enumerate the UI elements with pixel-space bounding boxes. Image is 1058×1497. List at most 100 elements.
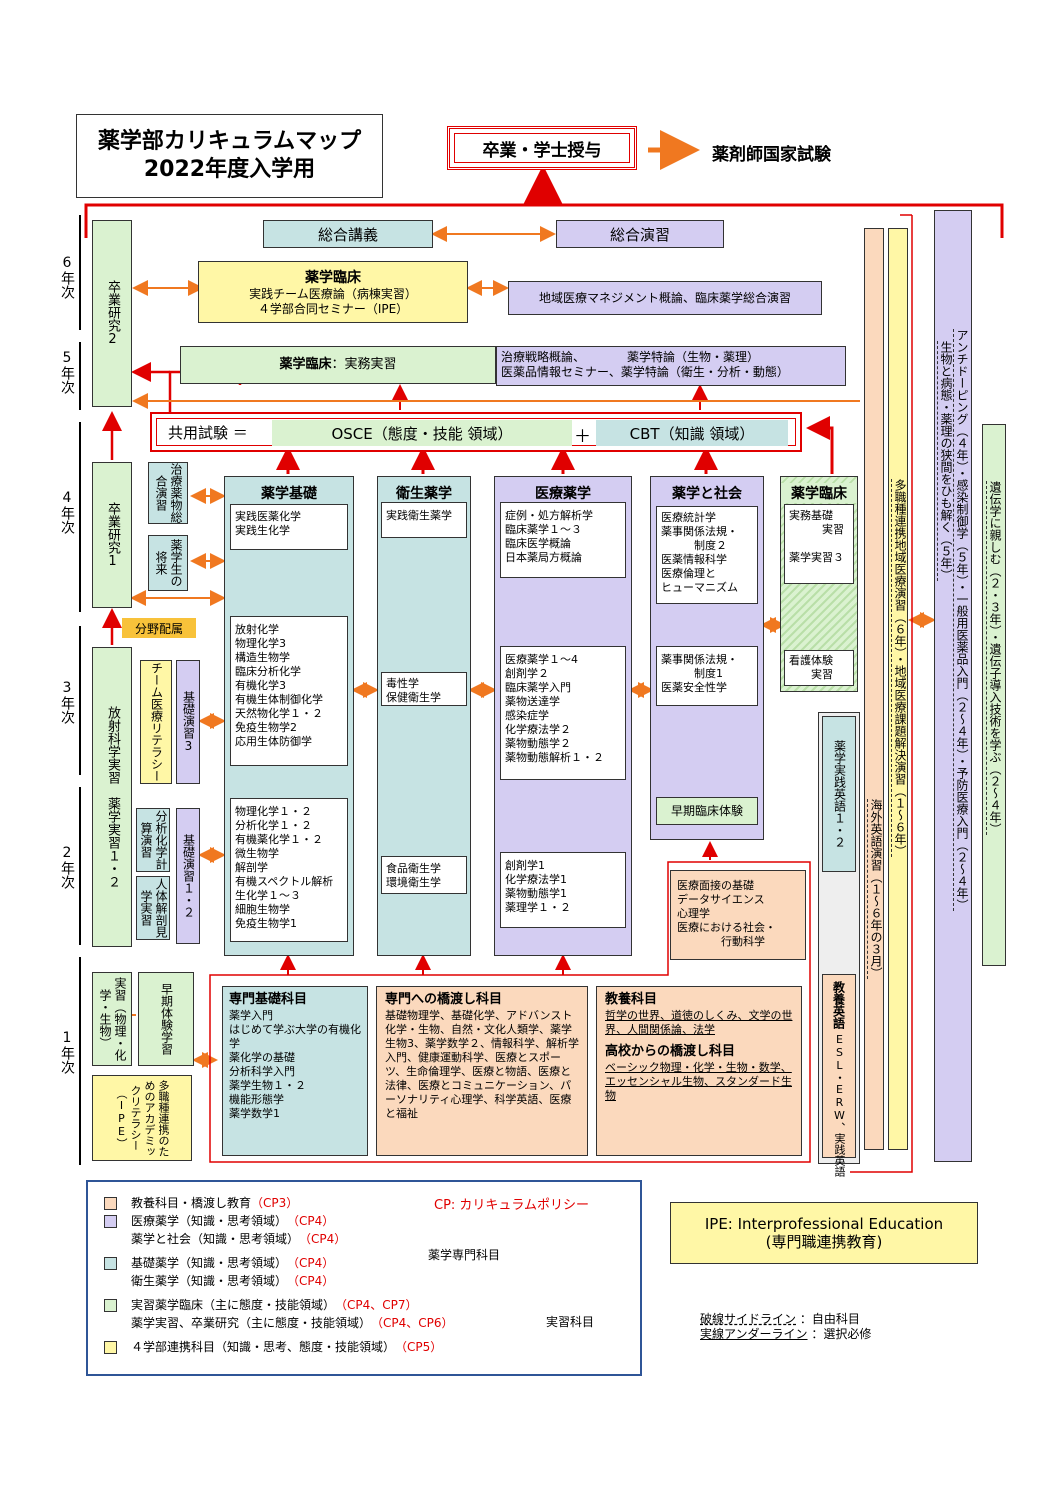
kyoyo-title2: 高校からの橋渡し科目 <box>605 1044 736 1059</box>
practical-english: 薬学実践英語１・２ <box>822 716 856 872</box>
eisei-mid: 毒性学 保健衛生学 <box>381 672 467 706</box>
intro-line3: 心理学 <box>677 907 710 920</box>
senmon-kiso-title: 専門基礎科目 <box>229 992 308 1007</box>
intro-line1: 医療面接の基礎 <box>677 879 754 892</box>
calc-label: 計算演習 <box>139 822 168 870</box>
ipe-note-line2: (専門職連携教育) <box>765 1233 883 1251</box>
legend-cp: （CP4） <box>287 1274 335 1288</box>
regional-medicine: 地域医療マネジメント概論、臨床薬学総合演習 <box>508 281 822 315</box>
legend-cp: （CP5） <box>395 1340 443 1354</box>
legend-cp: （CP4、CP7） <box>335 1298 418 1312</box>
treatment-5-line1: 治療戦略概論、 薬学特論（生物・薬理） <box>501 350 760 364</box>
lab-phys-chem-bio-label: 実習（物理・化学・生物） <box>98 977 127 1061</box>
legend-swatch <box>104 1340 117 1354</box>
column-iryo-title: 医療薬学 <box>535 486 591 502</box>
cbt-box: CBT（知識 領域） <box>596 420 788 446</box>
shakai-mid: 薬事関係法規・ 制度1 医薬安全性学 <box>656 646 758 706</box>
legend-item: 薬学と社会（知識・思考領域）（CP4） <box>104 1230 454 1248</box>
anatomy-tour: 人体解剖見学実習 <box>136 876 170 940</box>
kyoyo-title: 教養科目 <box>605 992 658 1007</box>
pharm-practice-1-2: 放射科学実習 薬学実習１・２ <box>92 647 132 947</box>
legend-item: 医療薬学（知識・思考領域）（CP4） <box>104 1212 454 1230</box>
common-exam: 共用試験 ＝ OSCE（態度・技能 領域） ＋ CBT（知識 領域） <box>150 412 802 452</box>
year-label-3: 3年次 <box>59 680 75 724</box>
plus-sign: ＋ <box>574 427 591 447</box>
iryo-mid: 医療薬学１～4 創剤学２ 臨床薬学入門 薬物送達学 感染症学 化学療法学２ 薬物… <box>500 646 626 780</box>
intro-line2: データサイエンス <box>677 893 765 906</box>
osce-box: OSCE（態度・技能 領域） <box>272 420 572 446</box>
legend-swatch <box>104 1256 117 1270</box>
treatment-5: 治療戦略概論、 薬学特論（生物・薬理）医薬品情報セミナー、薬学特論（衛生・分析・… <box>496 346 846 386</box>
student-future-label: 薬学生の将来 <box>154 539 183 587</box>
bunya-haizoku: 分野配属 <box>122 618 196 638</box>
basic-exercise-1-2-label: 基礎演習１・２ <box>181 834 196 918</box>
research-1: 卒業研究1 <box>92 462 132 608</box>
column-eisei-title: 衛生薬学 <box>396 486 452 502</box>
legend-item: 衛生薬学（知識・思考領域）（CP4） <box>104 1272 454 1290</box>
eisei-top: 実践衛生薬学 <box>381 502 467 538</box>
legend-swatch <box>104 1298 117 1312</box>
anatomy-tour-label: 人体解剖見学実習 <box>138 877 168 939</box>
legend-cp: （CP4） <box>299 1232 347 1246</box>
therapeutics-exercise: 治療薬物総合演習 <box>148 462 188 524</box>
legend-item: 基礎薬学（知識・思考領域）（CP4） <box>104 1254 454 1272</box>
column-kiso-title: 薬学基礎 <box>261 486 317 502</box>
kiso-mid: 放射化学 物理化学3 構造生物学 臨床分析化学 有機化学3 有機生体制御化学 天… <box>230 616 348 766</box>
line-notes: 破線サイドライン ：自由科目 実線アンダーライン ：選択必修 <box>700 1312 871 1342</box>
pharm-practice-line2: 薬学実習１・２ <box>105 797 120 888</box>
eisei-bot: 食品衛生学 環境衛生学 <box>381 856 467 894</box>
anatomy-label: 人体解剖 <box>154 878 168 926</box>
year-label-5: 5年次 <box>59 350 75 394</box>
legend-cp: （CP3） <box>251 1196 299 1210</box>
legend-item: 実習薬学臨床（主に態度・技能領域）（CP4、CP7） <box>104 1296 454 1314</box>
graduation-box: 卒業・学士授与 <box>447 126 637 170</box>
ipe-note: IPE: Interprofessional Education(専門職連携教育… <box>670 1202 978 1264</box>
senmon-kiso-body: 薬学入門 はじめて学ぶ大学の有機化学 薬化学の基礎 分析科学入門 薬学生物１・２… <box>229 1009 361 1120</box>
basic-exercise-1-2: 基礎演習１・２ <box>176 808 200 944</box>
legend-swatch <box>104 1214 117 1228</box>
legend-cp: （CP4） <box>287 1214 335 1228</box>
team-literacy-label: チーム医療リテラシー <box>149 662 164 782</box>
clinical-6-line2: ４学部合同セミナー（IPE） <box>257 302 409 316</box>
kakehashi-title: 専門への橋渡し科目 <box>385 992 503 1007</box>
lab-phys-chem-bio: 実習（物理・化学・生物） <box>92 972 132 1066</box>
intro-line5: 行動科学 <box>677 935 765 948</box>
kyoyo-body2: ベーシック物理・化学・生物・数学、エッセンシャル生物、スタンダード生物 <box>605 1061 792 1102</box>
year-label-1: 1年次 <box>59 1030 75 1074</box>
pharm-practice-line1: 放射科学実習 <box>105 706 120 784</box>
ipe-literacy-label: 多職種連携のためのアカデミックリテラシー（IPE） <box>115 1079 170 1157</box>
practical-english-label: 薬学実践英語１・２ <box>832 740 847 848</box>
kakehashi-box: 専門への橋渡し科目 基礎物理学、基礎化学、アドバンスト化学・生物、自然・文化人類… <box>376 986 588 1156</box>
legend-text: 教養科目・橋渡し教育 <box>131 1196 252 1210</box>
student-future: 薬学生の将来 <box>148 535 188 591</box>
clinical-6-line1: 実践チーム医療論（病棟実習） <box>249 287 417 301</box>
basic-exercise-3: 基礎演習3 <box>176 660 200 784</box>
clinical-5: 薬学臨床：実務実習 <box>180 346 496 384</box>
common-exam-label: 共用試験 ＝ <box>168 424 248 442</box>
kyoyo-body: 哲学の世界、道徳のしくみ、文学の世界、人間関係論、法学 <box>605 1009 793 1036</box>
intro-line4: 医療における社会・ <box>677 921 776 934</box>
clinical-6: 薬学臨床 実践チーム医療論（病棟実習） ４学部合同セミナー（IPE） <box>198 261 468 323</box>
basic-exercise-3-label: 基礎演習3 <box>181 691 196 753</box>
legend-text: 衛生薬学（知識・思考領域） <box>131 1274 288 1288</box>
sogo-lecture: 総合講義 <box>263 220 433 248</box>
overseas-english-bar: 海外英語演習（１～６年の３月） <box>864 228 884 1150</box>
anti-doping-bar: アンチドーピング（４年）・感染制御学（５年）・一般用医薬品入門（２～４年）・予防… <box>934 210 972 1162</box>
research-2: 卒業研究2 <box>92 220 132 407</box>
kakehashi-body: 基礎物理学、基礎化学、アドバンスト化学・生物、自然・文化人類学、薬学生物3、薬学… <box>385 1009 579 1120</box>
research-1-label: 卒業研究1 <box>105 501 120 569</box>
kyoyo-english: 教養英語 ESL・ERW、実践英語 <box>822 974 856 1177</box>
column-shakai-title: 薬学と社会 <box>672 486 742 502</box>
shakai-top: 医療統計学 薬事関係法規・ 制度２ 医薬情報科学 医療倫理と ヒューマニズム <box>656 506 758 604</box>
overseas-english-label: 海外英語演習（１～６年の３月） <box>867 799 883 979</box>
calc-exercise-label: 分析化学計算演習 <box>138 809 168 871</box>
iryo-bot: 創剤学1 化学療法学1 薬物動態学1 薬理学１・２ <box>500 852 626 928</box>
anti-doping-label: アンチドーピング（４年）・感染制御学（５年）・一般用医薬品入門（２～４年）・予防… <box>953 329 969 911</box>
legend: 教養科目・橋渡し教育（CP3）医療薬学（知識・思考領域）（CP4）薬学と社会（知… <box>86 1180 642 1376</box>
legend-item: 教養科目・橋渡し教育（CP3） <box>104 1194 454 1212</box>
dash-note-value: ：自由科目 <box>799 1312 860 1326</box>
early-experience-label: 早期体験学習 <box>159 983 174 1055</box>
early-clinical-label: 早期臨床体験 <box>670 803 743 818</box>
legend-cp: （CP4、CP6） <box>371 1316 454 1330</box>
